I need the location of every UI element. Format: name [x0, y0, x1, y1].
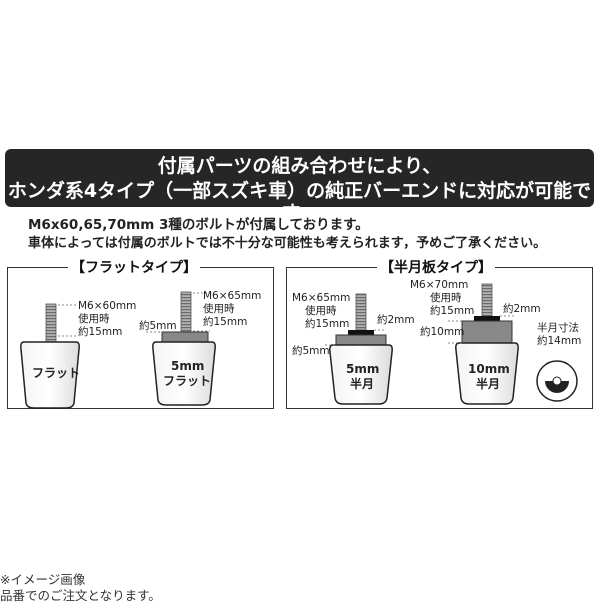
half1-bolt-label: M6×65mm: [292, 292, 351, 304]
flat1-bolt-label: M6×60mm: [78, 300, 137, 312]
half2-use-label: 使用時: [430, 292, 462, 304]
half1-washer-label: 約2mm: [377, 314, 415, 326]
half-moon-type-title: 【半月板タイプ】: [377, 257, 495, 277]
bolt-m6x60-icon: [45, 303, 57, 343]
flat2-use-label: 使用時: [203, 303, 235, 315]
note-line-2: 車体によっては付属のボルトでは不十分な可能性も考えられます，予めご了承ください。: [28, 236, 547, 251]
spacer-5mm-half-icon: [335, 334, 387, 346]
bolt-m6x65-half-icon: [355, 293, 367, 331]
banner-line-1: 付属パーツの組み合わせにより、: [157, 155, 442, 177]
flat2-bolt-label: M6×65mm: [203, 290, 262, 302]
spacer-10mm-icon: [461, 320, 513, 344]
half1-spacer-label: 約5mm: [292, 345, 330, 357]
half-moon-type-item-2: [448, 283, 519, 405]
half-moon-dimension-diagram: [536, 360, 578, 402]
half-moon-washer-icon: [348, 330, 374, 335]
flat1-length-label: 約15mm: [78, 326, 123, 338]
half2-body-label-1: 10mm: [468, 362, 510, 376]
half-moon-washer-2-icon: [474, 316, 500, 321]
flat2-body-label-1: 5mm: [171, 359, 205, 373]
dimension-value: 約14mm: [537, 335, 582, 347]
footer-order-note: 品番でのご注文となります。: [0, 588, 161, 603]
half-moon-10mm-bar-end-icon: [455, 342, 519, 405]
note-line-1: M6x60,65,70mm 3種のボルトが付属しております。: [28, 217, 369, 233]
half2-body-label-2: 半月: [476, 377, 501, 391]
half1-use-label: 使用時: [305, 305, 337, 317]
flat1-body-label: フラット: [32, 366, 81, 380]
info-banner: 付属パーツの組み合わせにより、 ホンダ系4タイプ（一部スズキ車）の純正バーエンド…: [5, 149, 594, 224]
flat-5mm-bar-end-icon: [152, 341, 216, 406]
half2-length-label: 約15mm: [430, 305, 475, 317]
flat1-use-label: 使用時: [78, 313, 110, 325]
footer-image-note: ※イメージ画像: [0, 572, 86, 587]
bolt-m6x70-icon: [481, 283, 493, 317]
half2-bolt-label: M6×70mm: [410, 279, 469, 291]
dimension-label: 半月寸法: [537, 322, 579, 334]
half2-spacer-label: 約10mm: [420, 326, 465, 338]
flat2-spacer-label: 約5mm: [139, 320, 177, 332]
half1-length-label: 約15mm: [305, 318, 350, 330]
half2-washer-label: 約2mm: [503, 303, 541, 315]
flat-bar-end-icon: [20, 341, 80, 409]
half1-body-label-1: 5mm: [346, 362, 380, 376]
half1-body-label-2: 半月: [350, 377, 375, 391]
spacer-5mm-icon: [161, 331, 209, 343]
flat-type-panel: 【フラットタイプ】: [7, 257, 274, 409]
banner-line-2: ホンダ系4タイプ（一部スズキ車）の純正バーエンドに対応が可能です。: [7, 180, 592, 224]
half-moon-type-item-1: [325, 293, 393, 405]
flat-type-title: 【フラットタイプ】: [68, 257, 200, 277]
flat2-body-label-2: フラット: [163, 374, 212, 388]
bolt-m6x65-icon: [180, 291, 192, 333]
flat-type-item-2: [146, 291, 216, 406]
half-moon-5mm-bar-end-icon: [329, 344, 393, 405]
flat2-length-label: 約15mm: [203, 316, 248, 328]
flat-type-item-1: [20, 303, 80, 409]
half-moon-type-panel: 【半月板タイプ】: [286, 257, 593, 409]
